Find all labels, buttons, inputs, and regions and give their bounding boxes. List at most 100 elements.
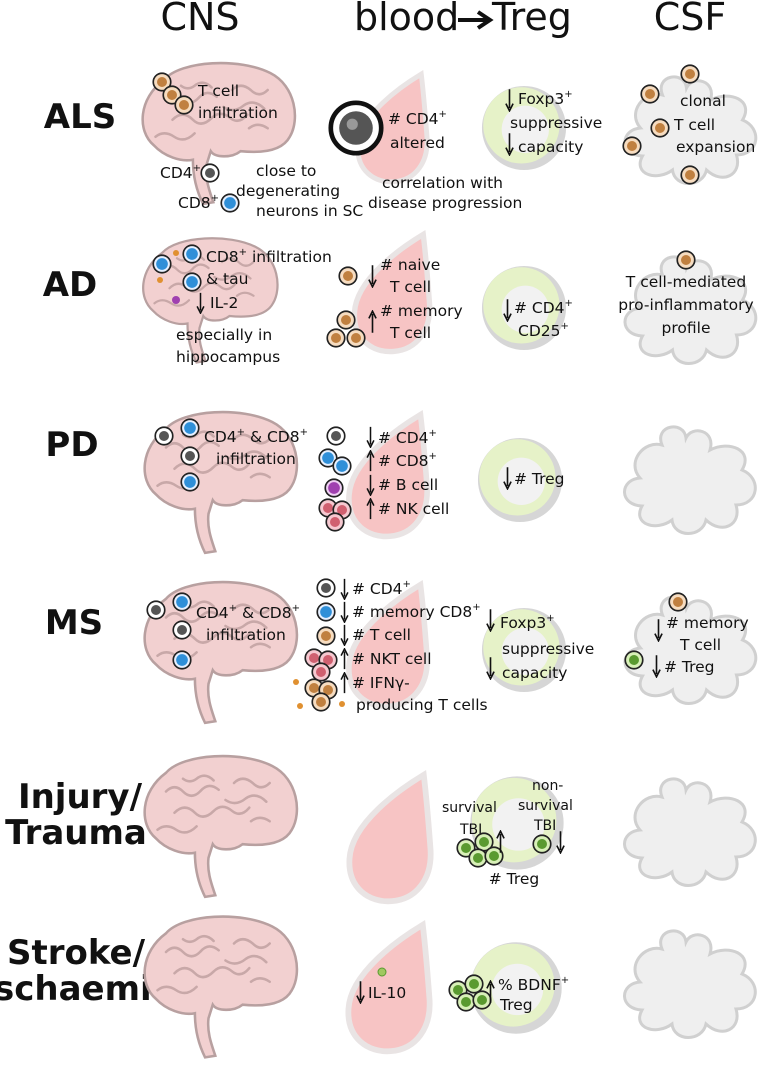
- t-cell-icon: [676, 250, 696, 270]
- t-cell-icon: [668, 592, 688, 612]
- als-cns-note-3: neurons in SC: [256, 202, 363, 220]
- ad-csf-label-3: profile: [662, 319, 711, 337]
- cd4-cell-icon: [172, 620, 192, 640]
- b-cell-icon: [324, 478, 344, 498]
- header-treg: Treg: [491, 0, 572, 39]
- arrow-down-icon: [340, 624, 349, 646]
- injury-treg-nonsurvival-2: survival: [518, 798, 573, 814]
- row-pd: PD CD4+ & CD8+ infiltration # CD4+ # CD8…: [45, 410, 757, 555]
- treg-small-cell-icon: [456, 992, 476, 1012]
- row-stroke: Stroke/ Ischaemia IL-10 % BDNF+ Treg: [0, 915, 757, 1059]
- als-cns-note-1: close to: [256, 162, 316, 180]
- header-blood: blood: [354, 0, 459, 39]
- cd4-cell-icon: [146, 600, 166, 620]
- ad-cns-label-1b: infiltration: [247, 248, 332, 266]
- t-cell-icon: [346, 328, 366, 348]
- tau-dot: [157, 277, 163, 283]
- t-cell-icon: [622, 136, 642, 156]
- cytokine-dot: [339, 701, 345, 707]
- ad-cns-label-1: CD8: [206, 248, 239, 266]
- ms-treg-label-3: capacity: [502, 664, 567, 682]
- pd-blood-label-2: # CD8: [378, 452, 429, 470]
- ms-csf-label-3: # Treg: [664, 658, 715, 676]
- header-csf: CSF: [654, 0, 727, 39]
- cd4-cell-large-icon: [331, 103, 381, 153]
- cd4-cell-icon: [200, 163, 220, 183]
- svg-text:# CD4+: # CD4+: [352, 579, 411, 598]
- svg-text:CD8+: CD8+: [178, 193, 219, 212]
- ms-treg-label-1: Foxp3: [500, 614, 546, 632]
- arrow-down-icon: [340, 601, 349, 623]
- cd4-cell-icon: [326, 426, 346, 446]
- als-csf-label-3: expansion: [676, 138, 755, 156]
- svg-text:CD8+ infiltration: CD8+ infiltration: [206, 247, 332, 266]
- brain-icon: [143, 915, 299, 1059]
- pd-blood-label-4: # NK cell: [378, 500, 449, 518]
- t-cell-icon: [326, 328, 346, 348]
- pd-treg-label-1: # Treg: [514, 470, 565, 488]
- row-als: ALS T cell infiltration CD4+ CD8+ close …: [44, 61, 758, 220]
- als-blood-label-2: altered: [390, 134, 445, 152]
- als-cns-label-2: infiltration: [198, 104, 278, 122]
- arrow-down-icon: [340, 578, 349, 600]
- arrow-down-icon: [486, 608, 495, 632]
- csf-blob-icon: [622, 929, 757, 1039]
- cytokine-dot: [293, 679, 299, 685]
- ms-csf-label-1: # memory: [666, 614, 749, 632]
- ms-blood-label-1: # CD4: [352, 580, 403, 598]
- row-injury: Injury/ Trauma survival TBI non- surviva…: [5, 754, 757, 901]
- arrow-right-icon: [458, 10, 494, 30]
- t-cell-icon: [680, 165, 700, 185]
- cd4-cell-icon: [180, 446, 200, 466]
- stroke-treg-label-1: % BDNF: [498, 976, 561, 994]
- cytokine-dot: [297, 703, 303, 709]
- treg-small-cell-icon: [472, 990, 492, 1010]
- pd-cns-label-1: CD4: [204, 428, 237, 446]
- svg-text:# CD4+: # CD4+: [388, 109, 447, 128]
- cd8-cell-icon: [182, 244, 202, 264]
- svg-text:# memory CD8+: # memory CD8+: [352, 602, 481, 621]
- als-cns-note-2: degenerating: [236, 182, 340, 200]
- pd-blood-label-3: # B cell: [378, 476, 438, 494]
- als-csf-label-1: clonal: [680, 92, 726, 110]
- t-cell-icon: [680, 64, 700, 84]
- cd8-cell-icon: [152, 254, 172, 274]
- cd8-cell-icon: [332, 456, 352, 476]
- header-cns: CNS: [160, 0, 239, 39]
- ad-blood-label-4: T cell: [389, 324, 431, 342]
- cd8-cell-icon: [172, 592, 192, 612]
- ad-cns-label-3: IL-2: [210, 294, 238, 312]
- ms-blood-label-5: # IFNγ-: [352, 674, 410, 692]
- stroke-blood-label-1: IL-10: [368, 984, 406, 1002]
- ms-treg-label-2: suppressive: [502, 640, 594, 658]
- svg-text:# CD4+: # CD4+: [378, 428, 437, 447]
- injury-treg-nonsurvival-1: non-: [532, 778, 563, 794]
- als-treg-label-2: suppressive: [510, 114, 602, 132]
- pd-cns-label-1b: & CD8: [245, 428, 300, 446]
- ad-blood-label-1: # naive: [380, 256, 440, 274]
- als-blood-label-1: # CD4: [388, 110, 439, 128]
- ms-blood-label-3: # T cell: [352, 626, 411, 644]
- column-headers: CNS blood Treg CSF: [160, 0, 726, 39]
- ad-cns-label-5: hippocampus: [176, 348, 280, 366]
- t-cell-icon: [174, 95, 194, 115]
- row-label-als: ALS: [44, 97, 116, 137]
- ad-treg-label-2: CD25: [518, 322, 560, 340]
- row-label-ms: MS: [45, 603, 103, 643]
- t-cell-icon: [650, 118, 670, 138]
- treg-small-cell-icon: [532, 834, 552, 854]
- ad-blood-label-3: # memory: [380, 302, 463, 320]
- cd8-cell-icon: [182, 272, 202, 292]
- arrow-down-icon: [366, 426, 375, 448]
- ms-cns-label-1b: & CD8: [237, 604, 292, 622]
- cd8-cell-icon: [316, 602, 336, 622]
- svg-text:CD4+ & CD8+: CD4+ & CD8+: [204, 427, 308, 446]
- als-cns-label-1: T cell: [197, 82, 239, 100]
- pd-blood-label-1: # CD4: [378, 429, 429, 447]
- treg-small-cell-icon: [464, 974, 484, 994]
- ms-blood-label-6: producing T cells: [356, 696, 488, 714]
- cd4-cell-icon: [154, 426, 174, 446]
- pd-cns-label-2: infiltration: [216, 450, 296, 468]
- svg-text:Foxp3+: Foxp3+: [518, 89, 573, 108]
